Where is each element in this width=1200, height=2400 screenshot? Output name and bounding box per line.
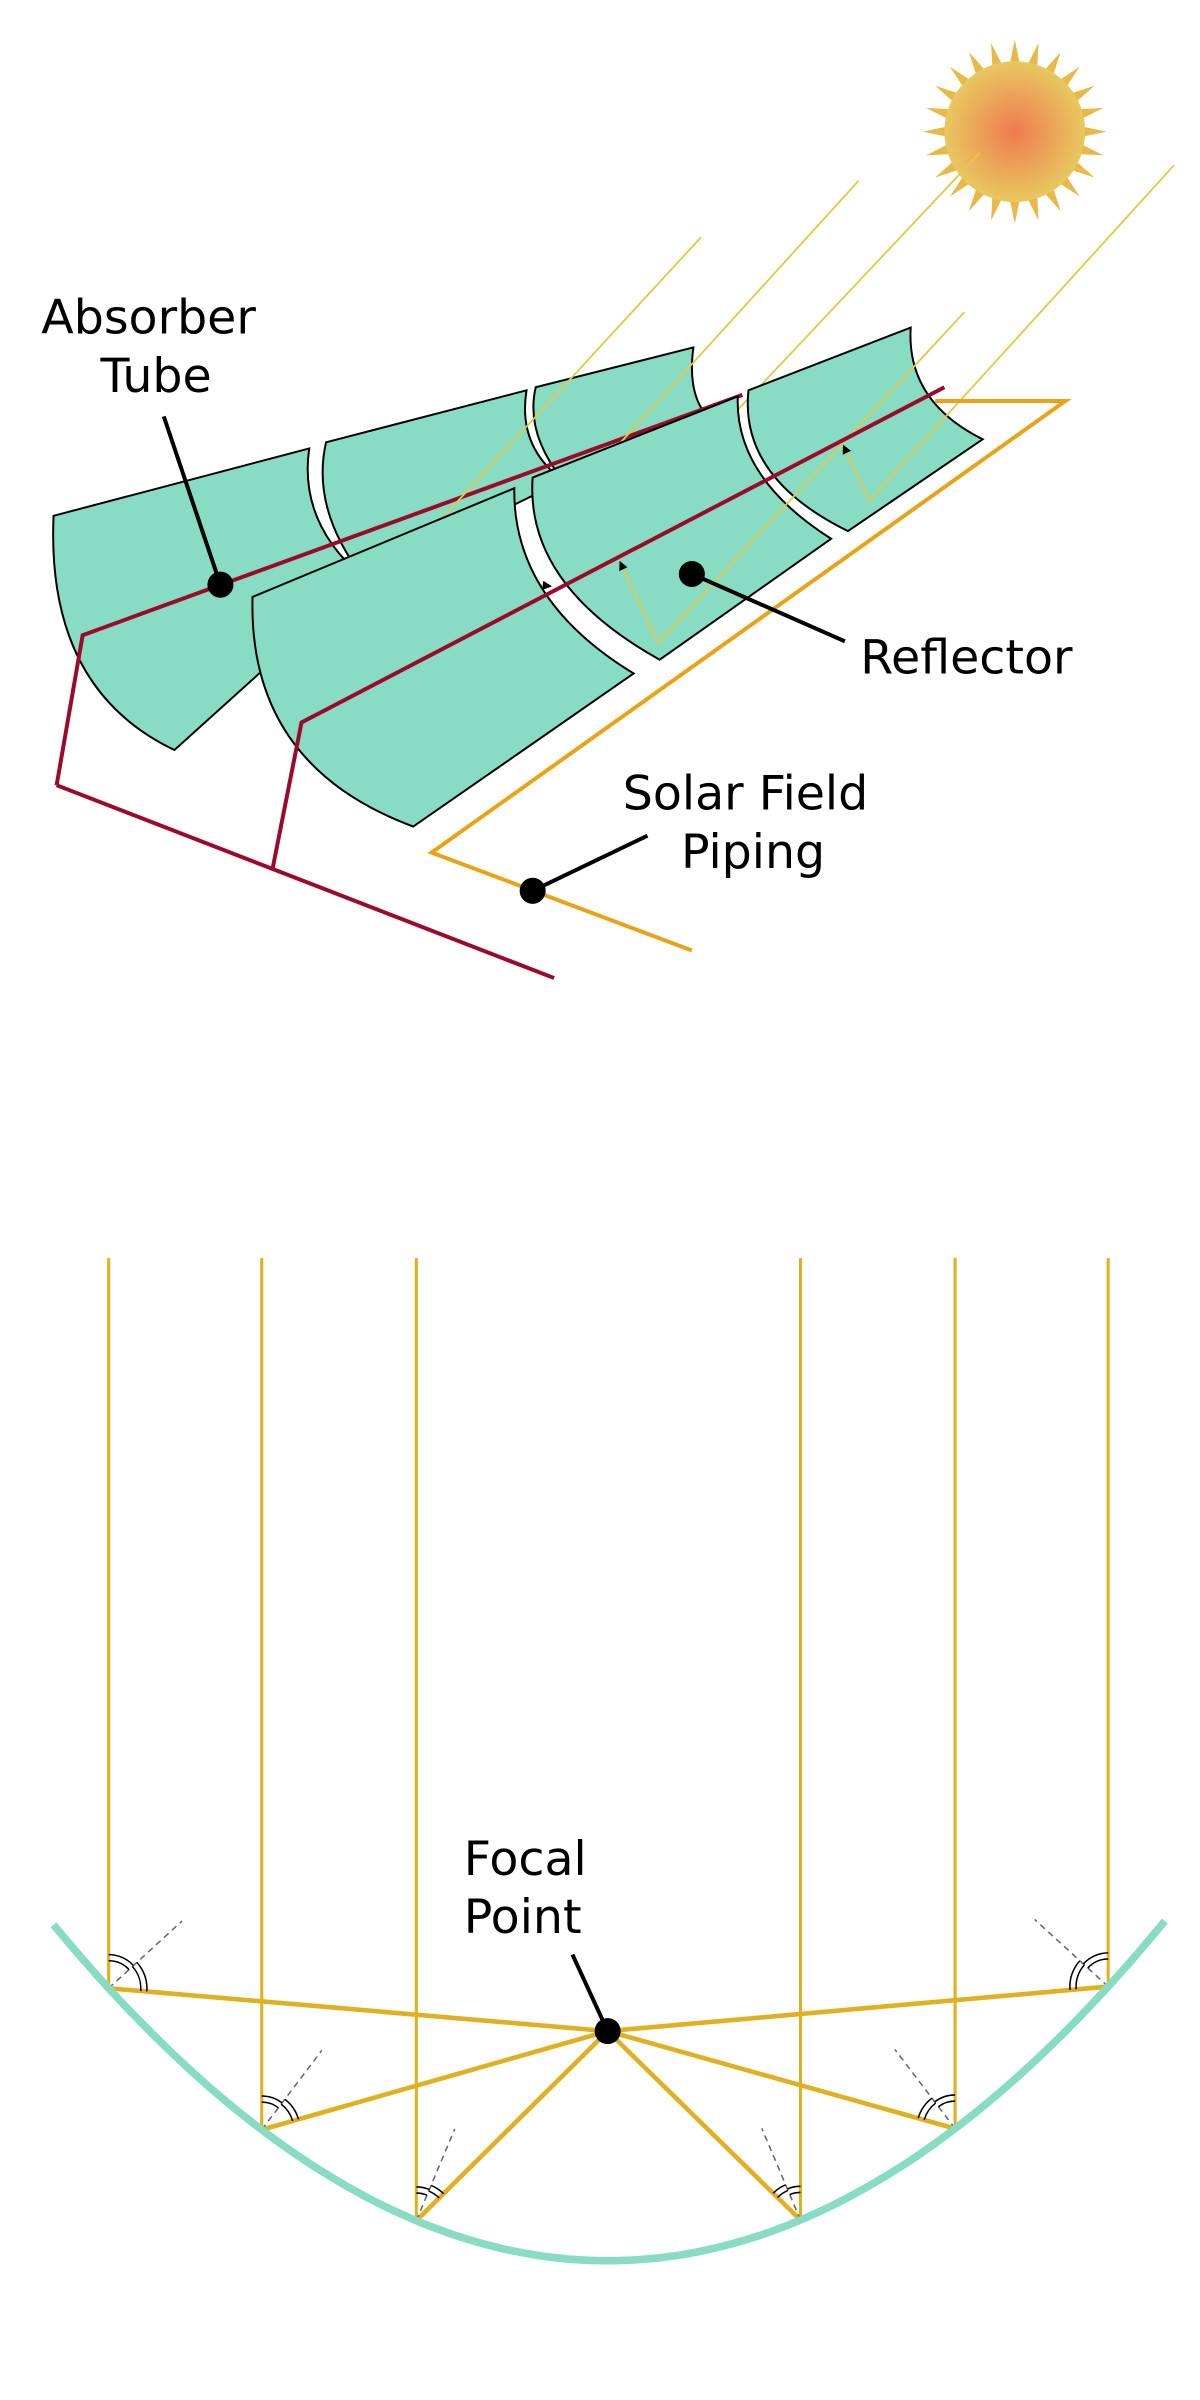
absorber-header-pipe <box>55 783 555 980</box>
angle-arc <box>108 1959 142 1992</box>
parabola-cross-section <box>50 1258 1168 2265</box>
reflector-panel <box>251 486 636 828</box>
angle-arc <box>416 2190 440 2199</box>
reflector-front-row <box>251 326 985 828</box>
angle-arc <box>917 2094 956 2119</box>
focal-point-marker <box>594 2018 621 2045</box>
reflected-ray <box>607 1984 1109 2034</box>
reflected-ray <box>414 2029 610 2223</box>
sun-ray <box>619 311 965 645</box>
focal-point-label: Focal Point <box>464 1832 602 1945</box>
sun-ray <box>842 164 1175 503</box>
angle-arc <box>261 2095 300 2120</box>
surface-normal <box>894 2048 956 2130</box>
sun-ray-spike <box>1008 39 1021 68</box>
sun-disc <box>944 61 1086 203</box>
callouts <box>161 415 846 893</box>
reflector-label: Reflector <box>860 630 1073 685</box>
surface-normal <box>108 1920 183 1989</box>
angle-arc <box>1075 1958 1109 1990</box>
reflected-ray <box>108 1985 608 2034</box>
reflector-panel <box>531 394 833 661</box>
surface-normal <box>761 2128 802 2221</box>
angle-arc <box>923 2100 956 2121</box>
absorber-tube-label: Absorber Tube <box>41 291 271 404</box>
angle-arc <box>416 2184 445 2195</box>
solar-field-piping <box>427 399 1072 953</box>
piping-leader <box>531 833 649 893</box>
sun-icon <box>922 39 1107 224</box>
angle-arc <box>772 2184 801 2194</box>
surface-normal <box>1034 1918 1109 1988</box>
angle-arc <box>777 2189 801 2199</box>
angle-arc <box>261 2101 294 2122</box>
reflected-ray <box>606 2029 803 2222</box>
parabolic-mirror <box>50 1918 1168 2265</box>
surface-normal <box>261 2049 323 2131</box>
solar-field-piping-label: Solar Field Piping <box>623 767 884 880</box>
absorber-tube-marker <box>207 571 234 598</box>
reflected-ray <box>261 2028 609 2132</box>
absorber-tube-front <box>270 385 946 870</box>
absorber-tube-back <box>54 393 744 786</box>
piping-marker <box>519 877 546 904</box>
sun-ray-spike <box>922 125 951 138</box>
sun-ray-spike <box>1078 125 1107 138</box>
sun-ray-spike <box>1008 195 1021 224</box>
reflected-ray <box>607 2028 956 2131</box>
reflector-leader <box>691 572 846 644</box>
focal-point-leader <box>570 1953 610 2032</box>
surface-normal <box>415 2128 456 2221</box>
reflector-marker <box>678 560 705 587</box>
reflector-back-row <box>52 346 709 752</box>
absorber-tube-leader <box>161 415 223 586</box>
reflector-panel <box>52 447 366 752</box>
angle-arc <box>108 1953 148 1992</box>
angle-arc <box>1069 1952 1109 1991</box>
